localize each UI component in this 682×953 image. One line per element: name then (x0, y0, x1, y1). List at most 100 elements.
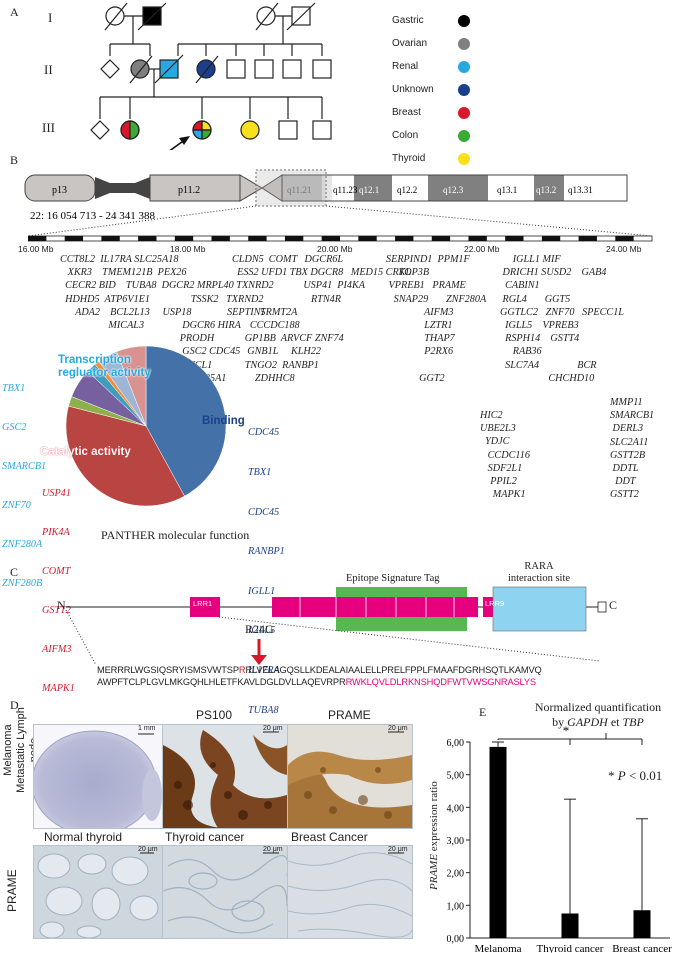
bind-gene: RANBP1 (248, 546, 285, 558)
mb-scale-ruler (28, 235, 653, 242)
chart-title: Normalized quantification by GAPDH et TB… (518, 700, 678, 730)
mb-label-18: 18.00 Mb (170, 244, 206, 254)
ruler-segment (28, 236, 47, 241)
x-tick-label: Melanoma (474, 943, 521, 953)
chromosome-ideogram: p13 p11.2 q11.21 q11.23 q12.1 q12.2 q12.… (24, 169, 653, 237)
band-q12-3: q12.3 (443, 185, 464, 195)
title-gene-gapdh: GAPDH (567, 715, 608, 729)
ps100-label: PS100 (196, 708, 233, 722)
mb-label-16: 16.00 Mb (18, 244, 54, 254)
catalytic-activity-label: Catalytic activity (40, 446, 131, 458)
title-text: et (607, 715, 623, 729)
seq-segment: MERRRLWGSIQSRYISMSVWTSP (97, 665, 239, 675)
mb-label-22: 22.00 Mb (464, 244, 500, 254)
seq-segment: AWPFTCLPLGVLMKGQHLHLETFKAVLDGLDVLLAQEVRP… (97, 677, 346, 687)
signif-star: * (608, 768, 615, 783)
catalytic-gene-list: USP41 PIK4A COMT GSTT2 AIFM3 MAPK1 (42, 461, 75, 708)
legend-item-unknown: Unknown (392, 78, 470, 101)
scale-label-20um: 20 μm (263, 846, 283, 853)
band-q13-31: q13.31 (568, 185, 593, 195)
prame-melanoma-image: 20 μm (287, 724, 413, 829)
pie-slice-binding (145, 345, 227, 497)
prame-top-label: PRAME (328, 708, 371, 722)
bar-breast-cancer (633, 910, 651, 938)
bar-melanoma (489, 746, 507, 938)
chart-title-line1: Normalized quantification (534, 700, 662, 714)
ruler-segment (138, 236, 157, 241)
gene-list-col6: MMP11 SMARCB1 DERL3 SLC2A11 GSTT2B DDTL … (610, 397, 655, 501)
band-q12-1: q12.1 (359, 185, 379, 195)
ruler-segment (284, 236, 304, 241)
bind-gene: IGLL5 (248, 625, 276, 637)
band-q12-2: q12.2 (397, 185, 417, 195)
cat-gene: GSTT2 (42, 605, 71, 616)
legend-item-breast: Breast (392, 101, 470, 124)
tf-gene: GSC2 (2, 422, 27, 433)
y-tick-label: 4,00 (447, 803, 465, 814)
seq-segment: RLVELAGQSLLKDEALAIAALELLPRELFPPLFMAAFDGR… (245, 665, 542, 675)
scale-label-1mm: 1 mm (138, 725, 156, 732)
ruler-segment (431, 236, 451, 241)
band-p13: p13 (52, 185, 67, 196)
pvalue-p: P (617, 768, 626, 783)
transcription-gene-list: TBX1 GSC2 SMARCB1 ZNF70 ZNF280A ZNF280B (2, 356, 46, 603)
band-q11-23: q11.23 (333, 185, 358, 195)
sequence-line-1: MERRRLWGSIQSRYISMSVWTSPRRLVELAGQSLLKDEAL… (97, 665, 542, 675)
melanoma-lowpower-image: 1 mm (33, 724, 163, 829)
mb-label-24: 24.00 Mb (606, 244, 642, 254)
legend-item-gastric: Gastric (392, 9, 470, 32)
chart-title-line2: by GAPDH et TBP (518, 715, 678, 730)
title-text: by (552, 715, 568, 729)
band-q13-1: q13.1 (497, 185, 517, 195)
ruler-segment (505, 236, 524, 241)
panel-label-b: B (10, 153, 19, 167)
bind-gene: CDC45 (248, 506, 280, 518)
melanoma-label: Melanoma (2, 724, 14, 776)
y-tick-label: 1,00 (447, 901, 465, 912)
generation-label-i: I (48, 10, 53, 25)
pie-slice-catalytic-activity (65, 405, 185, 507)
bind-gene: TUBA8 (248, 704, 279, 716)
panther-pie-chart (65, 345, 227, 507)
c-terminus-label: C (609, 598, 618, 612)
bind-gene: CDC45 (248, 427, 280, 439)
ruler-segment (64, 236, 84, 241)
cat-gene: AIFM3 (42, 644, 72, 655)
panther-title: PANTHER molecular function (101, 528, 250, 542)
ruler-segment (468, 236, 487, 241)
gene-list-col4: IGLL1 MIF DRICH1 SUSD2 GAB4 CABIN1 RGL4 … (500, 254, 624, 384)
panel-label-c: C (10, 565, 19, 579)
binding-gene-list: CDC45 TBX1 CDC45 RANBP1 IGLL1 IGLL5 IL17… (248, 400, 285, 730)
region-label: 22: 16 054 713 - 24 341 388 (30, 210, 155, 222)
normal-thyroid-image: 20 μm (33, 845, 163, 939)
lrr9-label: LRR9 (485, 599, 505, 608)
y-tick-label: 2,00 (447, 869, 465, 880)
band-q11-21: q11.21 (287, 185, 311, 195)
gene-list-col5: HIC2 UBE2L3 YDJC CCDC116 SDF2L1 PPIL2 MA… (480, 410, 530, 501)
mb-label-20: 20.00 Mb (317, 244, 353, 254)
bar-thyroid-cancer (561, 913, 579, 938)
generation-label-iii: III (42, 120, 55, 135)
normal-thyroid-label: Normal thyroid (44, 830, 123, 844)
ruler-segment (101, 236, 120, 241)
tf-gene: TBX1 (2, 383, 26, 394)
thyroid-cancer-label: Thyroid cancer (165, 830, 245, 844)
prame-protein-diagram (65, 586, 607, 666)
pedigree-legend: Gastric Ovarian Renal Unknown Breast Col… (392, 9, 470, 170)
panel-label-d: D (10, 698, 19, 712)
panel-label-e: E (479, 705, 487, 719)
band-q13-2: q13.2 (536, 185, 556, 195)
generation-label-ii: II (44, 62, 53, 77)
scale-label-20um: 20 μm (138, 846, 158, 853)
lrr1-label: LRR1 (193, 599, 213, 608)
ruler-segment (211, 236, 230, 241)
legend-item-renal: Renal (392, 55, 470, 78)
binding-label: Binding (202, 415, 245, 427)
y-tick-label: 5,00 (447, 771, 465, 782)
band-p11-2: p11.2 (178, 185, 200, 196)
pvalue-text: < 0.01 (625, 768, 663, 783)
legend-item-ovarian: Ovarian (392, 32, 470, 55)
ruler-segment (358, 236, 377, 241)
thyroid-cancer-image: 20 μm (162, 845, 288, 939)
ruler-segment (248, 236, 267, 241)
